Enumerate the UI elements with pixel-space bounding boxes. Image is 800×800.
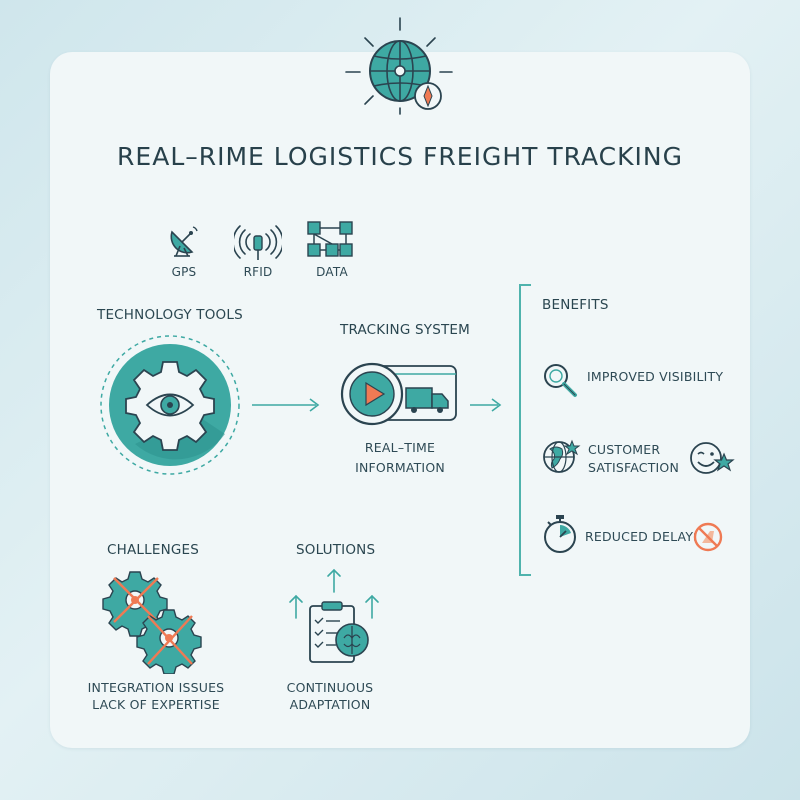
benefits-bracket [519,284,531,576]
globe-compass-icon [340,16,460,116]
arrow-to-benefits-icon [468,397,504,413]
data-network-icon [300,220,360,260]
benefit-reduced-delays: REDUCED DELAYS [585,529,702,544]
technology-tools-heading: TECHNOLOGY TOOLS [97,307,243,323]
stopwatch-icon [542,514,578,554]
tracking-system-heading: TRACKING SYSTEM [340,322,470,338]
benefit-customer-line1: CUSTOMER [588,442,661,457]
crossed-gears-icon [100,564,210,674]
rfid-signal-icon [234,222,282,262]
challenge-integration-issues: INTEGRATION ISSUES [87,680,225,695]
satellite-dish-icon [166,222,202,258]
solution-continuous: CONTINUOUS [286,680,374,695]
benefit-improved-visibility: IMPROVED VISIBILITY [587,369,724,384]
solution-adaptation: ADAPTATION [289,697,371,712]
tech-label-rfid: RFID [243,265,273,279]
magnifier-icon [542,362,578,398]
technology-gear-icon [95,334,245,476]
tech-label-gps: GPS [171,265,197,279]
benefits-heading: BENEFITS [542,297,609,313]
clipboard-brain-icon [282,566,386,670]
tracking-monitor-icon [336,358,460,428]
solutions-heading: SOLUTIONS [296,542,376,558]
challenge-lack-of-expertise: LACK OF EXPERTISE [92,697,220,712]
tracking-caption-line2: INFORMATION [355,460,445,475]
arrow-to-tracking-icon [250,397,322,413]
tracking-caption-line1: REAL–TIME [364,440,436,455]
challenges-heading: CHALLENGES [107,542,200,558]
globe-star-icon [542,437,582,477]
page-title: REAL–RIME LOGISTICS FREIGHT TRACKING [117,142,683,171]
tech-label-data: DATA [316,265,348,279]
benefit-customer-line2: SATISFACTION [588,460,680,475]
smiley-star-icon [688,440,736,480]
no-delay-icon [692,521,724,553]
